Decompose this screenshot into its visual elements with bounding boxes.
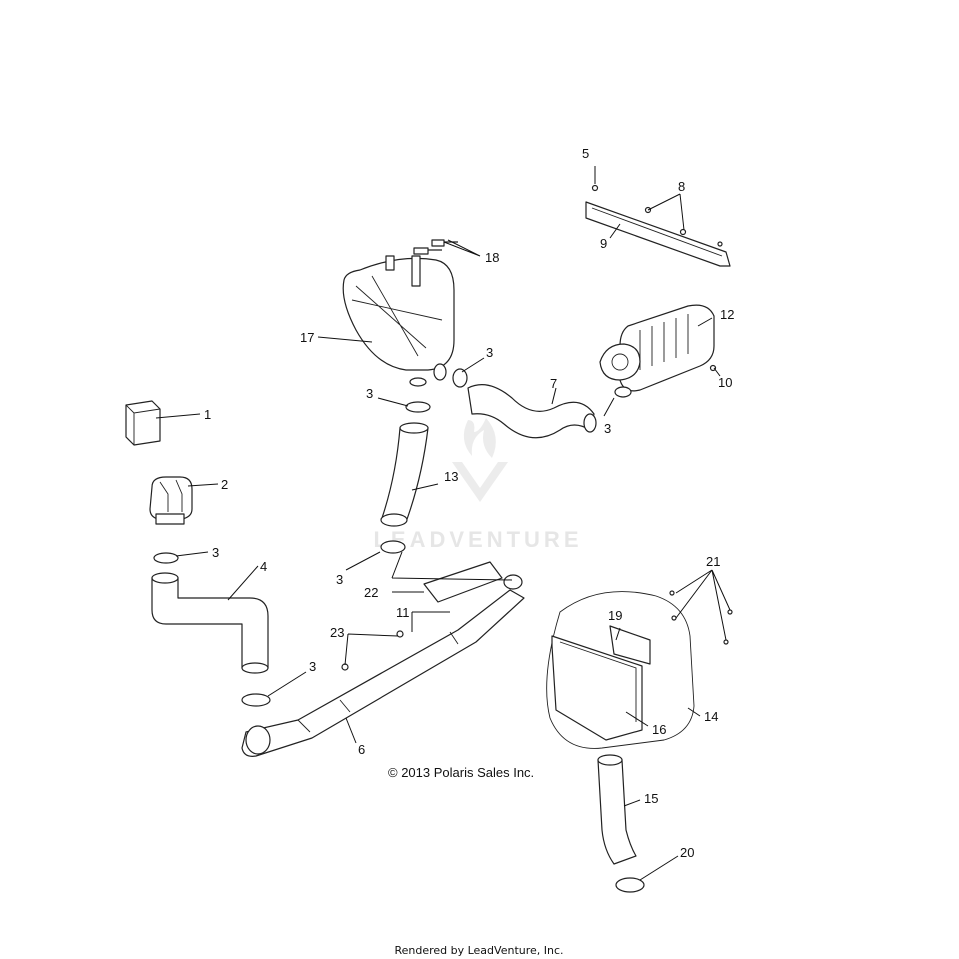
watermark-text: LEADVENTURE: [373, 527, 582, 552]
leader-lines: [155, 166, 731, 881]
part-22-label: [423, 561, 503, 603]
copyright-notice: © 2013 Polaris Sales Inc.: [388, 765, 534, 780]
clamps: [153, 368, 645, 893]
footer-credit: Rendered by LeadVenture, Inc.: [394, 944, 563, 957]
callout-15: 15: [644, 791, 658, 806]
callout-3-c: 3: [486, 345, 493, 360]
callout-21: 21: [706, 554, 720, 569]
part-18-bolts: [413, 239, 458, 255]
part-15-tube: [597, 754, 637, 865]
part-9-bracket: [585, 184, 731, 267]
callout-8: 8: [678, 179, 685, 194]
part-6-11-duct: [241, 574, 525, 757]
part-2-boot: [149, 476, 193, 525]
callout-22: 22: [364, 585, 378, 600]
callout-19: 19: [608, 608, 622, 623]
callout-1: 1: [204, 407, 211, 422]
callout-13: 13: [444, 469, 458, 484]
callout-6: 6: [358, 742, 365, 757]
callout-20: 20: [680, 845, 694, 860]
callout-9: 9: [600, 236, 607, 251]
callout-4: 4: [260, 559, 267, 574]
part-1-block: [125, 400, 161, 446]
part-12-pump: [599, 304, 717, 392]
callout-3-a: 3: [212, 545, 219, 560]
part-7-hose: [467, 384, 597, 439]
part-13-tube: [380, 422, 429, 527]
part-21-screws: [669, 590, 733, 645]
callout-12: 12: [720, 307, 734, 322]
part-4-elbow-tube: [151, 572, 269, 674]
part-23-screws: [341, 630, 404, 671]
callout-2: 2: [221, 477, 228, 492]
callout-labels: 1 2 3 4 5 6 7 8 9 10 11 12 13 14 15 16 1…: [204, 146, 734, 860]
callout-17: 17: [300, 330, 314, 345]
callout-11: 11: [396, 605, 410, 620]
watermark: LEADVENTURE: [373, 418, 582, 552]
callout-10: 10: [718, 375, 732, 390]
callout-3-e: 3: [336, 572, 343, 587]
callout-3-d: 3: [604, 421, 611, 436]
callout-18: 18: [485, 250, 499, 265]
callout-3-b: 3: [366, 386, 373, 401]
part-14-panel: [546, 591, 695, 749]
callout-3-f: 3: [309, 659, 316, 674]
callout-23: 23: [330, 625, 344, 640]
callout-14: 14: [704, 709, 718, 724]
callout-16: 16: [652, 722, 666, 737]
callout-7: 7: [550, 376, 557, 391]
part-17-airbox: [342, 255, 455, 387]
callout-5: 5: [582, 146, 589, 161]
